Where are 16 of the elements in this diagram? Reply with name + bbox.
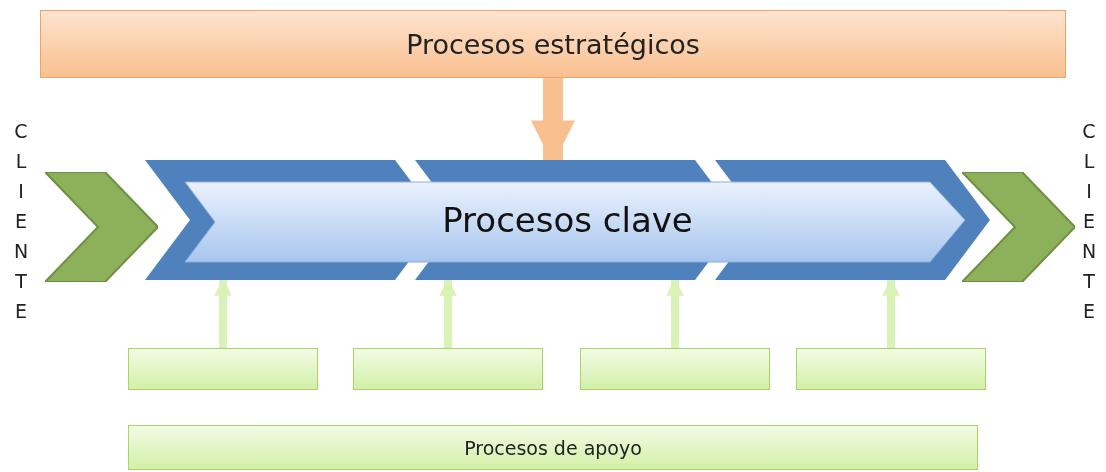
chevron-shape: [45, 172, 158, 282]
process-label: Procesos clave: [442, 200, 693, 240]
arrow: [439, 278, 457, 348]
process-box: [580, 348, 770, 390]
arrow: [666, 278, 684, 348]
arrow: [214, 278, 232, 348]
chevron-shape: [962, 172, 1075, 282]
arrow: [882, 278, 900, 348]
process-box: Procesos de apoyo: [128, 425, 978, 470]
process-chevron-band: [145, 160, 990, 280]
process-box: [353, 348, 543, 390]
process-box: [128, 348, 318, 390]
vertical-label: CLIENTE: [10, 104, 32, 338]
process-box: Procesos estratégicos: [40, 10, 1066, 78]
vertical-label: CLIENTE: [1078, 104, 1100, 338]
process-box: [796, 348, 986, 390]
